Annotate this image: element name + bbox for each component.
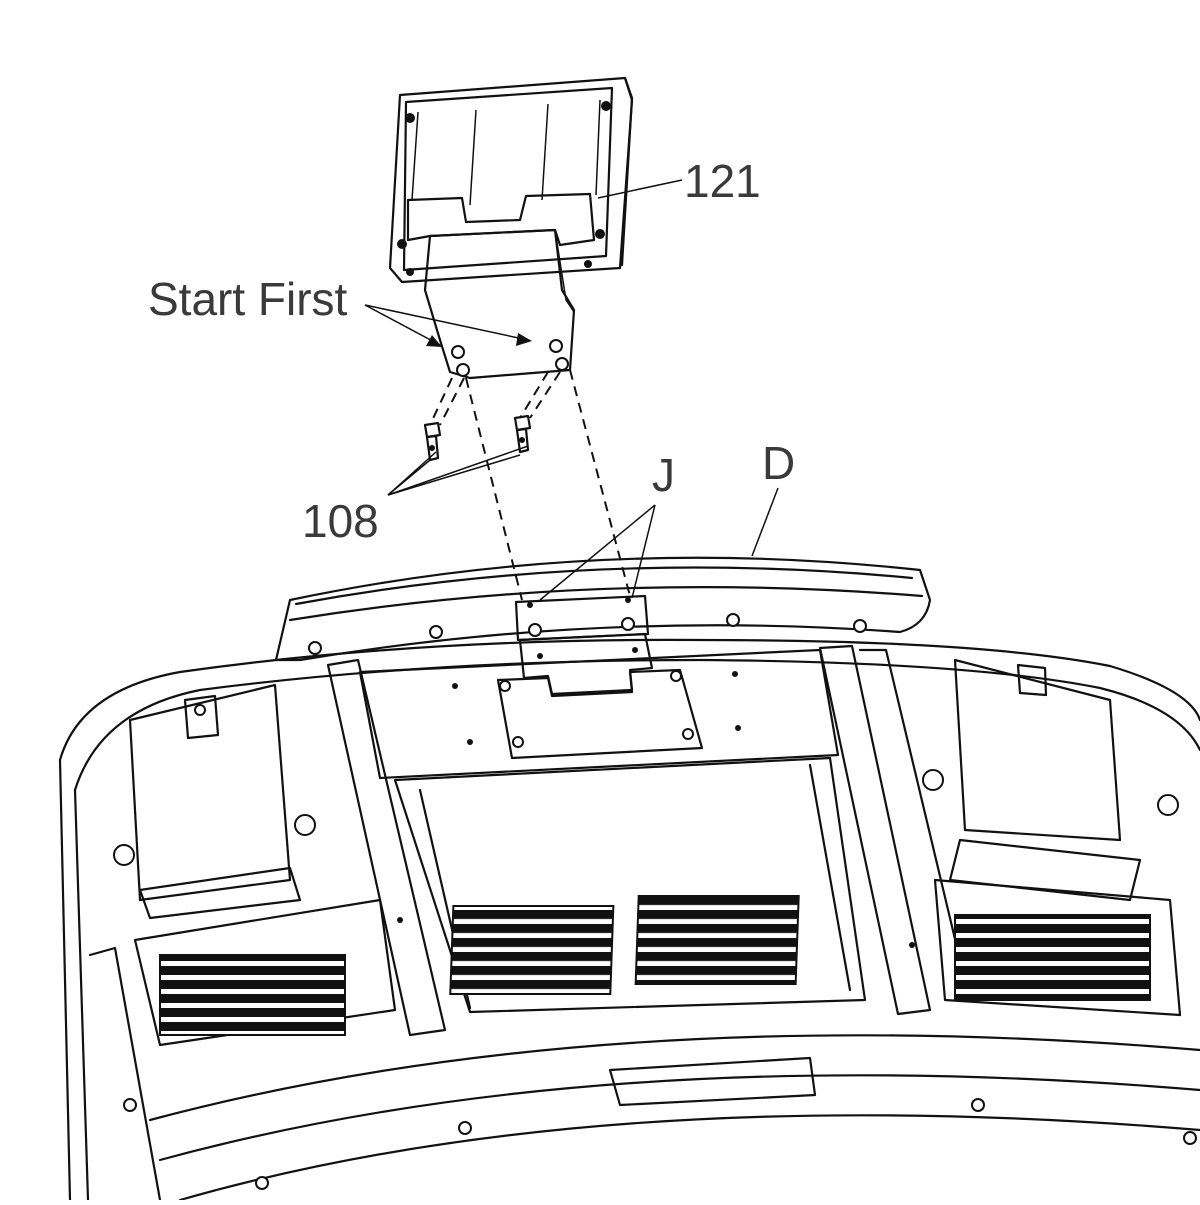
leader-121 [597, 179, 683, 199]
grille-center-left [449, 905, 615, 995]
bolts-108 [387, 414, 532, 496]
start-first-arrows [364, 304, 532, 347]
grille-left [159, 954, 346, 1036]
label-j: J [652, 449, 675, 501]
console-part-121 [388, 76, 634, 380]
label-start-first: Start First [148, 273, 348, 325]
leader-d [751, 487, 779, 557]
label-d: D [762, 437, 796, 489]
label-108: 108 [302, 495, 379, 547]
grille-right [954, 914, 1151, 1001]
label-121: 121 [684, 155, 761, 207]
leader-j [539, 504, 656, 601]
treadmill-frame [58, 556, 1200, 1202]
grille-center-right [634, 895, 800, 985]
